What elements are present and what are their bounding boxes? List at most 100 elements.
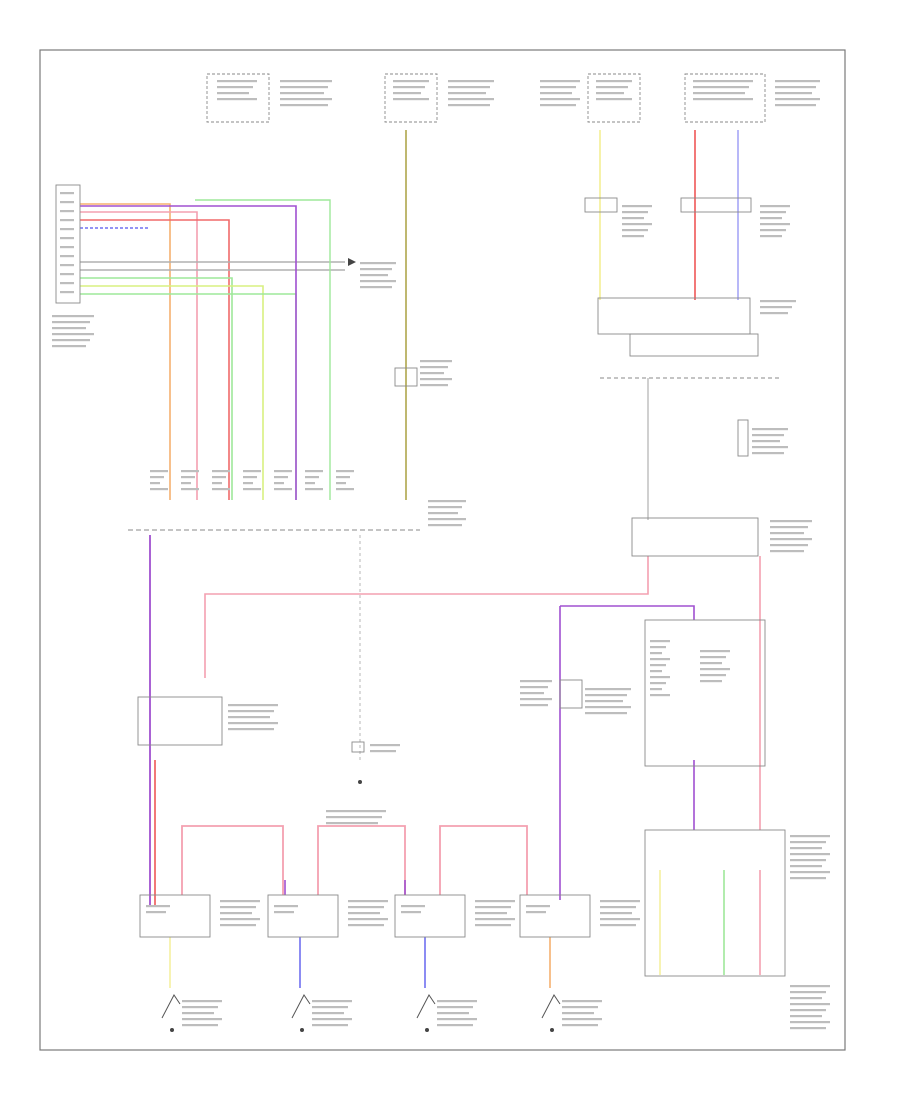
fuse-block-2 bbox=[384, 73, 438, 123]
ecu-pin-label bbox=[60, 237, 74, 240]
fuse-block-4 bbox=[684, 73, 766, 123]
sensor-ground-dot bbox=[300, 1028, 304, 1032]
sensor-module-caption bbox=[475, 912, 507, 915]
connector-row-labels bbox=[336, 476, 350, 479]
front-module-text bbox=[790, 847, 822, 850]
fuse-block-3-caption bbox=[540, 92, 572, 95]
sensor-module-caption bbox=[348, 906, 384, 909]
fuse-block-4-text bbox=[693, 98, 753, 101]
sensor-icon-caption bbox=[437, 1000, 477, 1003]
sensor-icon-caption bbox=[562, 1018, 602, 1021]
wire-red-a bbox=[80, 219, 230, 500]
buckle-switch-text bbox=[520, 692, 544, 695]
connector-row-labels bbox=[150, 482, 160, 485]
fuse-block-3-text bbox=[596, 98, 632, 101]
buckle-switch-text bbox=[520, 680, 552, 683]
connector-row-labels bbox=[212, 470, 230, 473]
wire-green bbox=[80, 277, 233, 500]
seat-switch-text bbox=[700, 662, 722, 665]
ecu-pin-label bbox=[60, 273, 74, 276]
seat-switch-box bbox=[644, 619, 766, 767]
fuse-block-2-caption bbox=[448, 92, 486, 95]
front-module-text bbox=[790, 871, 830, 874]
connector-row-labels bbox=[305, 482, 315, 485]
seat-switch-text bbox=[700, 656, 726, 659]
airbag-ecu-connector bbox=[55, 184, 81, 304]
center-connector-text bbox=[420, 378, 452, 381]
front-module-text bbox=[790, 877, 826, 880]
connector-row-labels bbox=[274, 488, 292, 491]
diagram-frame bbox=[39, 49, 846, 1051]
sensor-module-caption bbox=[600, 918, 640, 921]
connector-row-labels bbox=[336, 470, 354, 473]
fuse-block-3-caption bbox=[540, 80, 580, 83]
ground-junction bbox=[351, 741, 365, 753]
sensor-icon-caption bbox=[437, 1006, 473, 1009]
fuse-block-4-caption bbox=[775, 92, 812, 95]
connector-row-labels bbox=[305, 476, 319, 479]
sensor-module-caption bbox=[348, 912, 380, 915]
front-module-bottom-text bbox=[790, 1021, 830, 1024]
ecu-caption bbox=[52, 345, 86, 348]
sensor-icon bbox=[541, 994, 561, 1019]
sensor-module-1 bbox=[139, 894, 211, 938]
sensor-stub bbox=[737, 419, 749, 457]
sensor-icon-caption bbox=[562, 1006, 598, 1009]
fuse-block-2-caption bbox=[448, 86, 490, 89]
connector-row-labels bbox=[150, 488, 168, 491]
fuse-block-4-text bbox=[693, 92, 745, 95]
arrow-caption bbox=[360, 286, 392, 289]
relay-1-text bbox=[622, 211, 648, 214]
fuse-block-1-caption bbox=[280, 86, 328, 89]
ground-dot bbox=[358, 780, 362, 784]
airbag-sensor-text bbox=[770, 520, 812, 523]
connector-row-labels bbox=[150, 470, 168, 473]
ecu-pin-label bbox=[60, 264, 74, 267]
sensor-icon-caption bbox=[312, 1018, 352, 1021]
ecu-caption bbox=[52, 333, 94, 336]
sensor-ground-dot bbox=[170, 1028, 174, 1032]
buckle-switch-caption bbox=[585, 712, 627, 715]
center-connector-text bbox=[420, 366, 448, 369]
ecu-pin-label bbox=[60, 201, 74, 204]
sensor-icon-caption bbox=[437, 1012, 469, 1015]
airbag-sensor-text bbox=[770, 550, 804, 553]
connector-row-labels bbox=[305, 488, 323, 491]
ecu-pin-label bbox=[60, 192, 74, 195]
arrow-right bbox=[348, 258, 356, 266]
seat-switch-text bbox=[700, 668, 730, 671]
fuse-block-3-caption bbox=[540, 98, 580, 101]
sensor-module-caption bbox=[600, 900, 640, 903]
sensor-module-caption bbox=[475, 906, 511, 909]
arrow-caption bbox=[360, 268, 392, 271]
sensor-stub-text bbox=[752, 446, 788, 449]
sensor-icon-caption bbox=[182, 1018, 222, 1021]
sensor-module-caption bbox=[220, 912, 252, 915]
fuse-block-4-caption bbox=[775, 80, 820, 83]
ecu-caption bbox=[52, 327, 86, 330]
seat-switch-text bbox=[700, 650, 730, 653]
fuse-block-4-caption bbox=[775, 98, 820, 101]
front-module-bottom-text bbox=[790, 985, 830, 988]
wire-pink-loop-2 bbox=[317, 825, 406, 895]
sensor-icon-caption bbox=[182, 1000, 222, 1003]
airbag-sensor-text bbox=[770, 538, 812, 541]
seat-switch-labels bbox=[650, 646, 666, 649]
fuse-block-1-text bbox=[217, 80, 257, 83]
fuse-block-2-caption bbox=[448, 98, 494, 101]
buckle-switch-text bbox=[520, 698, 552, 701]
connector-row-caption bbox=[428, 518, 466, 521]
seat-switch-labels bbox=[650, 688, 662, 691]
wire-lime bbox=[80, 285, 264, 500]
relay-1-text bbox=[622, 217, 644, 220]
connector-row-labels bbox=[181, 482, 191, 485]
ecu-pin-label bbox=[60, 246, 74, 249]
front-module-text bbox=[790, 835, 830, 838]
seat-switch-labels bbox=[650, 658, 670, 661]
sensor-module-caption bbox=[348, 918, 388, 921]
sensor-module-caption bbox=[600, 906, 636, 909]
ecu-pin-label bbox=[60, 219, 74, 222]
wire-pink-rail bbox=[204, 556, 649, 678]
ecu-pin-label bbox=[60, 228, 74, 231]
